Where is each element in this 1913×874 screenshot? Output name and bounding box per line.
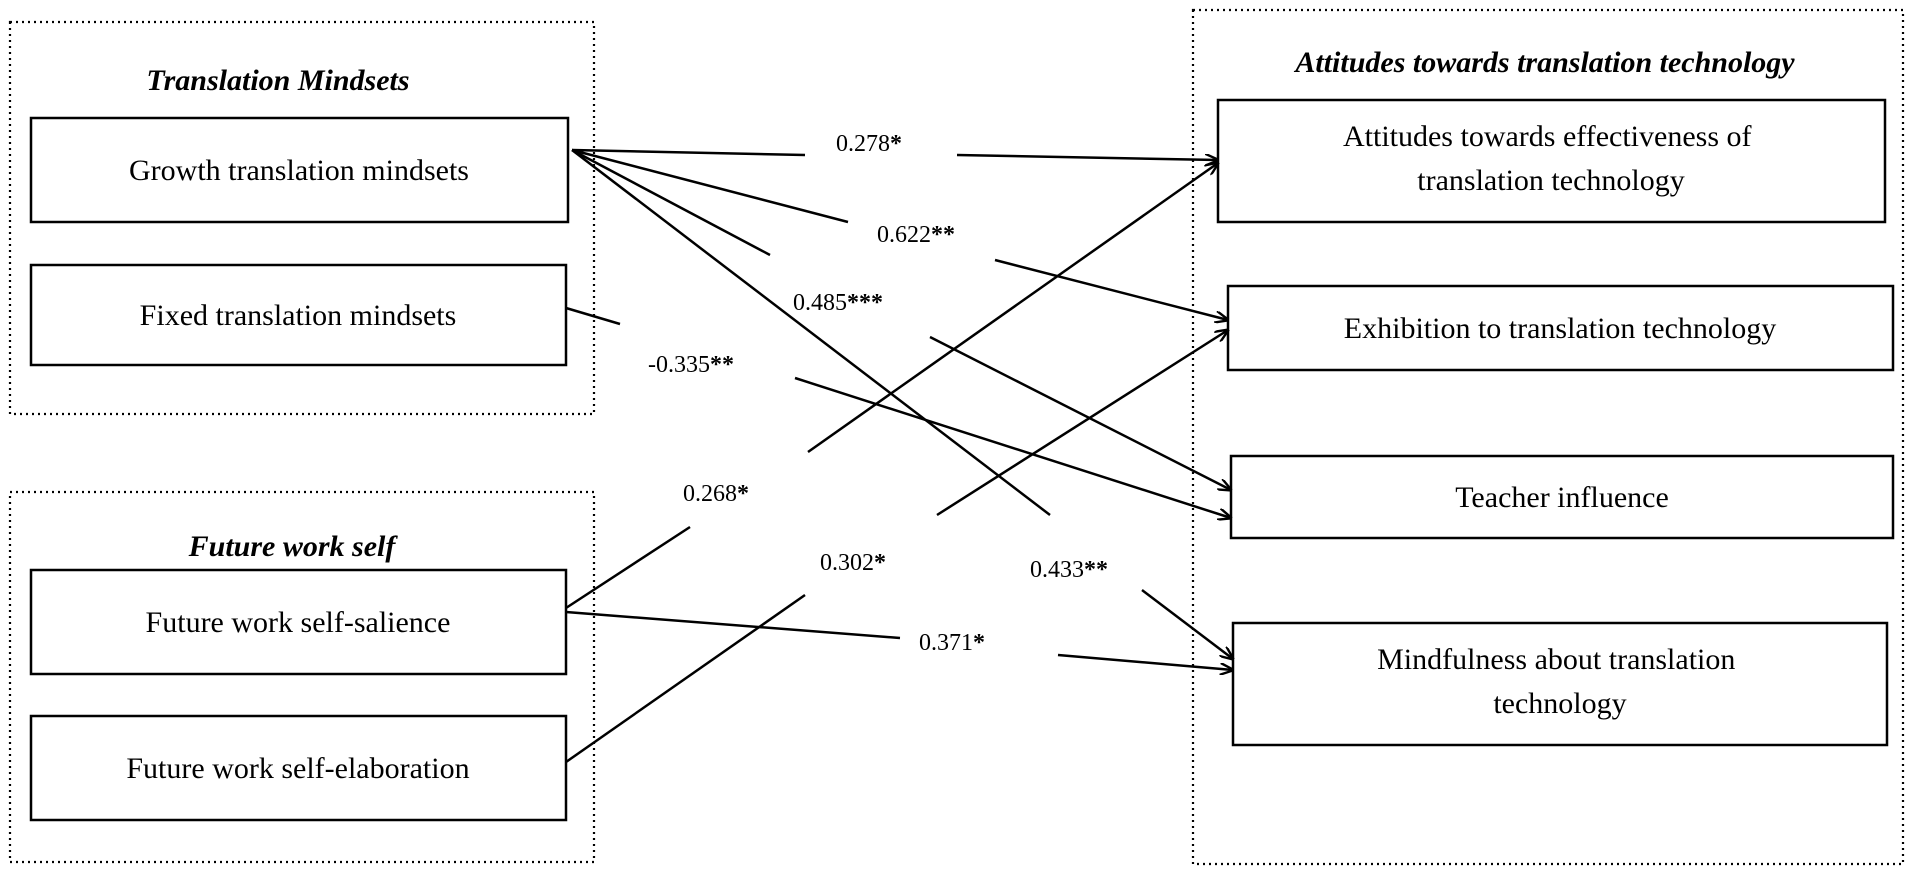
coefficient-elaboration-exhibition-value: 0.302 — [820, 550, 874, 576]
coefficient-salience-mindfulness-value: 0.371 — [919, 630, 973, 656]
box-fixed-translation-mindsets — [29, 263, 568, 367]
arrow-growth-to-teacher — [929, 335, 1231, 490]
group-title-translation-mindsets: Translation Mindsets — [146, 64, 409, 97]
arrow-growth-to-effectiveness — [956, 153, 1218, 160]
arrow-salience-to-effectiveness-segment-1 — [565, 525, 691, 610]
coefficient-growth-exhibition-stars: ** — [931, 222, 955, 248]
coefficient-growth-exhibition: 0.622** — [877, 222, 955, 248]
box-label-effectiveness: Attitudes towards effectiveness of trans… — [1343, 120, 1759, 197]
arrow-growth-to-mindfulness — [1141, 589, 1233, 659]
coefficient-salience-effectiveness: 0.268* — [683, 481, 749, 507]
box-growth-translation-mindsets — [29, 116, 570, 224]
arrow-growth-to-mindfulness-segment-1 — [571, 149, 1051, 516]
coefficient-fixed-teacher: -0.335** — [648, 352, 734, 378]
box-label-elaboration-line-1: Future work self-elaboration — [126, 752, 469, 785]
box-label-salience-line-1: Future work self-salience — [146, 606, 451, 639]
arrow-growth-to-exhibition-segment-1 — [571, 148, 849, 224]
box-label-exhibition-line-1: Exhibition to translation technology — [1344, 312, 1776, 345]
coefficient-salience-mindfulness-stars: * — [973, 630, 985, 656]
coefficient-growth-mindfulness-value: 0.433 — [1030, 557, 1084, 583]
box-future-work-self-salience — [29, 568, 568, 676]
group-translation-mindsets — [8, 20, 596, 416]
coefficient-growth-effectiveness-value: 0.278 — [836, 131, 890, 157]
group-title-future-work-self: Future work self — [188, 530, 399, 563]
coefficient-salience-mindfulness: 0.371* — [919, 630, 985, 656]
arrow-growth-to-exhibition — [994, 258, 1228, 320]
arrow-salience-to-effectiveness — [807, 163, 1218, 454]
box-label-mindfulness-line-2: technology — [1493, 687, 1626, 720]
coefficient-growth-mindfulness: 0.433** — [1030, 557, 1108, 583]
box-label-effectiveness-line-1: Attitudes towards effectiveness of — [1343, 120, 1752, 153]
box-label-elaboration: Future work self-elaboration — [126, 752, 469, 785]
box-mindfulness — [1231, 621, 1889, 747]
box-future-work-self-elaboration — [29, 714, 568, 822]
box-label-exhibition: Exhibition to translation technology — [1344, 312, 1776, 345]
arrow-fixed-to-teacher-segment-1 — [565, 306, 621, 326]
coefficient-growth-effectiveness-stars: * — [890, 131, 902, 157]
coefficient-fixed-teacher-stars: ** — [710, 352, 734, 378]
coefficient-salience-effectiveness-stars: * — [737, 481, 749, 507]
box-label-teacher-line-1: Teacher influence — [1455, 481, 1669, 514]
coefficient-growth-teacher-value: 0.485 — [793, 290, 847, 316]
box-attitudes-effectiveness — [1216, 98, 1887, 224]
arrow-growth-to-teacher-segment-1 — [571, 148, 771, 257]
arrow-fixed-to-teacher — [794, 376, 1231, 518]
box-teacher-influence — [1229, 454, 1895, 540]
box-label-growth-line-1: Growth translation mindsets — [129, 154, 469, 187]
coefficient-fixed-teacher-value: -0.335 — [648, 352, 710, 378]
box-label-teacher: Teacher influence — [1455, 481, 1669, 514]
box-label-salience: Future work self-salience — [146, 606, 451, 639]
box-label-effectiveness-line-2: translation technology — [1417, 164, 1684, 197]
box-exhibition — [1226, 284, 1895, 372]
arrow-elaboration-to-exhibition — [936, 330, 1228, 517]
coefficient-elaboration-exhibition: 0.302* — [820, 550, 886, 576]
coefficient-growth-exhibition-value: 0.622 — [877, 222, 931, 248]
coefficient-growth-effectiveness: 0.278* — [836, 131, 902, 157]
arrow-elaboration-to-exhibition-segment-1 — [565, 593, 806, 764]
group-attitudes — [1191, 8, 1905, 866]
arrow-salience-to-mindfulness — [1057, 653, 1233, 670]
coefficient-elaboration-exhibition-stars: * — [874, 550, 886, 576]
box-label-growth: Growth translation mindsets — [129, 154, 469, 187]
arrow-salience-to-mindfulness-segment-1 — [565, 610, 901, 640]
coefficient-growth-mindfulness-stars: ** — [1084, 557, 1108, 583]
arrow-growth-to-effectiveness-segment-1 — [571, 148, 806, 157]
box-label-mindfulness-line-1: Mindfulness about translation — [1377, 643, 1735, 676]
box-label-mindfulness: Mindfulness about translation technology — [1377, 643, 1743, 720]
group-future-work-self — [8, 490, 596, 864]
box-label-fixed-line-1: Fixed translation mindsets — [140, 299, 457, 332]
coefficient-growth-teacher-stars: *** — [847, 290, 883, 316]
coefficient-growth-teacher: 0.485*** — [793, 290, 883, 316]
coefficient-salience-effectiveness-value: 0.268 — [683, 481, 737, 507]
group-title-attitudes: Attitudes towards translation technology — [1293, 46, 1795, 79]
box-label-fixed: Fixed translation mindsets — [140, 299, 457, 332]
